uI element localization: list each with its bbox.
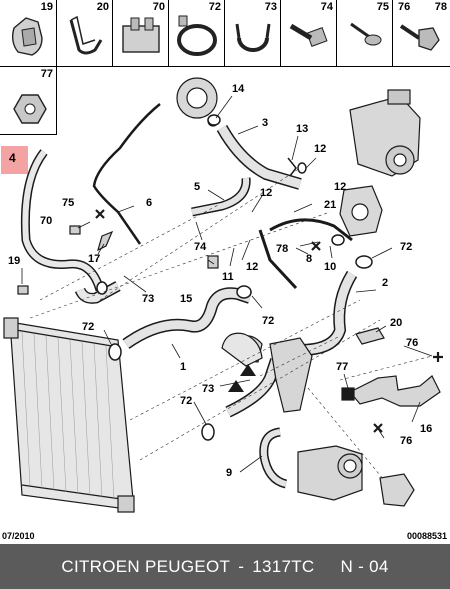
parts-thumbnail-strip: 19 20 70 72 73 74 75 76 78 [0, 0, 450, 68]
bolt-icon [289, 23, 328, 47]
arrow-marker [228, 380, 244, 392]
callout-14[interactable]: 14 [232, 83, 245, 95]
part-thumb-77[interactable]: 77 [0, 67, 57, 135]
footer-part-number: 1317TC [252, 556, 315, 576]
footer-brand: CITROEN PEUGEOT [61, 556, 231, 576]
callout-1[interactable]: 1 [180, 361, 186, 373]
part-19[interactable] [17, 285, 29, 295]
callout-72a[interactable]: 72 [400, 241, 412, 253]
water-pump-21[interactable] [339, 185, 383, 237]
pipe-8[interactable] [258, 218, 353, 290]
part-thumb-70[interactable]: 70 [113, 0, 169, 67]
callout-73b[interactable]: 73 [202, 383, 214, 395]
callout-9[interactable]: 9 [226, 467, 232, 479]
callout-5[interactable]: 5 [194, 181, 200, 193]
spring-clamp-icon [235, 23, 271, 52]
auxiliary-pump[interactable] [379, 473, 415, 507]
callout-76b[interactable]: 76 [400, 435, 412, 447]
callout-12a[interactable]: 12 [314, 143, 326, 155]
part-thumb-72[interactable]: 72 [169, 0, 225, 67]
flange-bolt-icon [399, 24, 440, 51]
callout-16[interactable]: 16 [420, 423, 432, 435]
part-thumb-19[interactable]: 19 [0, 0, 57, 67]
callout-72b[interactable]: 72 [262, 315, 274, 327]
callout-11[interactable]: 11 [222, 271, 234, 283]
callout-72c[interactable]: 72 [82, 321, 94, 333]
callout-12b[interactable]: 12 [260, 187, 272, 199]
callout-78[interactable]: 78 [276, 243, 288, 255]
revision-date: 07/2010 [2, 531, 35, 541]
part-number-label: 72 [208, 1, 221, 13]
callout-12d[interactable]: 12 [246, 261, 258, 273]
part-thumb-73[interactable]: 73 [225, 0, 281, 67]
cross-marker [373, 423, 383, 433]
callout-15[interactable]: 15 [180, 293, 192, 305]
footer-bar: CITROEN PEUGEOT - 1317TC N - 04 [0, 544, 450, 589]
reference-number: 00088531 [406, 531, 447, 541]
callout-12c[interactable]: 12 [334, 181, 346, 193]
heat-exchanger[interactable] [297, 445, 363, 501]
pipe-6[interactable] [92, 103, 161, 245]
callout-74[interactable]: 74 [194, 241, 207, 253]
cross-marker [311, 241, 321, 251]
part-thumb-75[interactable]: 75 [337, 0, 393, 67]
nut-icon [13, 94, 47, 124]
callout-17[interactable]: 17 [88, 253, 100, 265]
part-thumb-74[interactable]: 74 [281, 0, 337, 67]
part-number-label: 70 [152, 1, 165, 13]
part-number-label: 73 [264, 1, 277, 13]
part-number-label: 78 [434, 1, 447, 13]
highlight-callout-4[interactable]: 4 [1, 146, 28, 174]
callout-70[interactable]: 70 [40, 215, 52, 227]
callout-label: 4 [9, 151, 16, 165]
clamp-77[interactable] [341, 387, 355, 401]
callout-76a[interactable]: 76 [406, 337, 418, 349]
callout-20[interactable]: 20 [390, 317, 402, 329]
hose-clamp-icon [177, 15, 217, 56]
callout-77[interactable]: 77 [336, 361, 348, 373]
callout-21[interactable]: 21 [324, 199, 336, 211]
part-thumb-76-78[interactable]: 76 78 [393, 0, 450, 67]
callout-3[interactable]: 3 [262, 117, 268, 129]
part-number-label: 76 [398, 1, 411, 13]
part-17[interactable] [97, 230, 114, 252]
callout-19[interactable]: 19 [8, 255, 20, 267]
callout-75[interactable]: 75 [62, 197, 74, 209]
turbocharger[interactable] [349, 89, 421, 177]
callout-72d[interactable]: 72 [180, 395, 192, 407]
arrow-marker [240, 364, 256, 376]
cross-marker [433, 352, 443, 362]
part-70[interactable] [69, 225, 81, 235]
part-number-label: 20 [96, 1, 109, 13]
part-number-label: 77 [40, 68, 53, 80]
footer-separator: - [238, 556, 245, 576]
radiator[interactable] [3, 317, 135, 513]
screw-icon [350, 22, 382, 46]
part-number-label: 19 [40, 1, 53, 13]
callout-13[interactable]: 13 [296, 123, 308, 135]
callout-10[interactable]: 10 [324, 261, 336, 273]
exploded-view-diagram: 14 3 13 12 12 12 12 5 75 6 70 17 19 73 7… [3, 77, 443, 513]
callout-8[interactable]: 8 [306, 253, 312, 265]
callout-2[interactable]: 2 [382, 277, 388, 289]
clamp-73-large[interactable] [221, 332, 263, 367]
bracket-clip-icon [69, 15, 103, 55]
part-15[interactable] [207, 255, 219, 269]
bracket-20[interactable] [355, 327, 385, 345]
clip-icon [11, 17, 43, 56]
part-thumb-20[interactable]: 20 [57, 0, 113, 67]
part-number-label: 75 [376, 1, 389, 13]
bracket-16[interactable] [349, 375, 441, 407]
footer-page: N - 04 [340, 556, 389, 576]
callout-73a[interactable]: 73 [142, 293, 154, 305]
callout-6[interactable]: 6 [146, 197, 152, 209]
cross-marker [95, 209, 105, 219]
part-number-label: 74 [320, 1, 333, 13]
holder-clip-icon [122, 17, 160, 53]
